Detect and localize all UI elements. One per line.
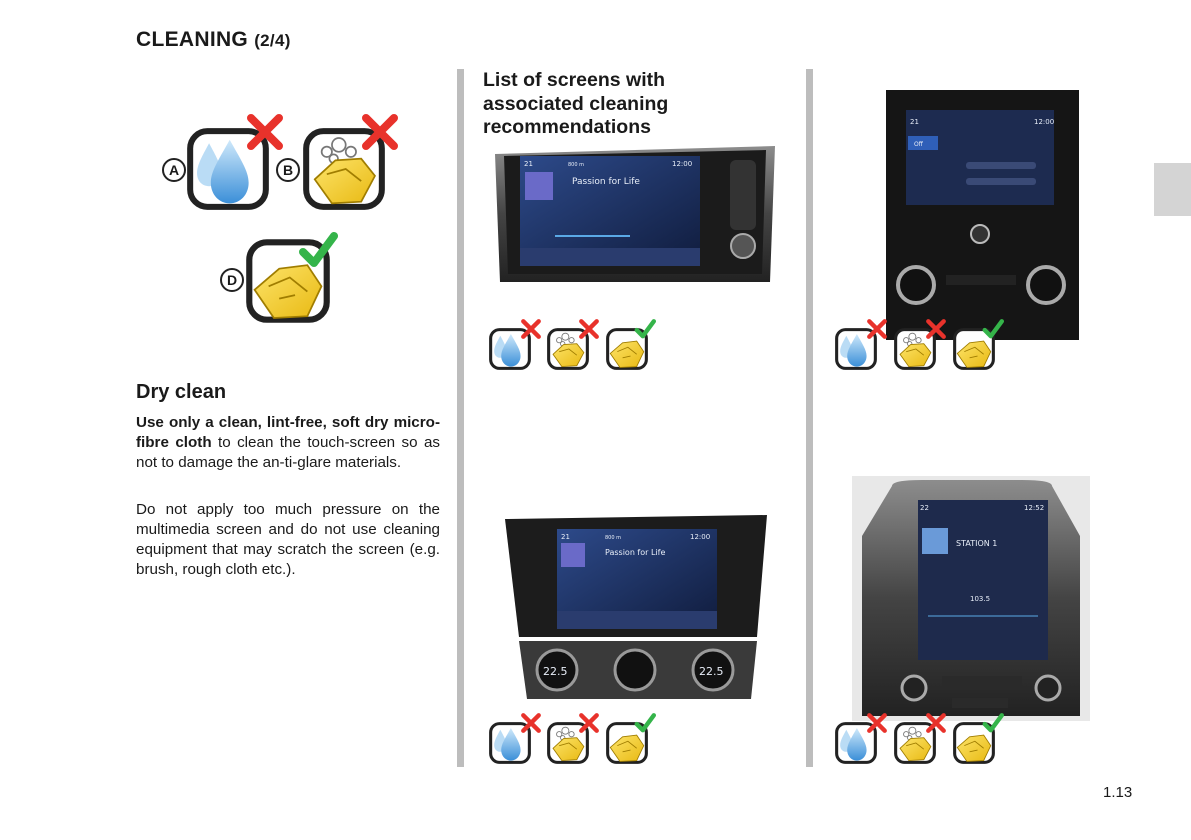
- chapter-tab: [1154, 163, 1191, 216]
- cross-mark-icon: [925, 712, 947, 734]
- check-mark-icon: [982, 712, 1004, 734]
- screen-vertical-climate: 21 12:00 Off: [886, 90, 1079, 340]
- paragraph-dry-clean: Use only a clean, lint-free, soft dry mi…: [136, 413, 440, 473]
- check-mark-icon: [298, 230, 338, 270]
- page-title: CLEANING (2/4): [136, 28, 291, 52]
- page-number: 1.13: [1103, 784, 1133, 801]
- legend-letter-d: D: [220, 268, 244, 292]
- screen-horizontal-7in: 21 800 m 12:00 Passion for Life: [495, 146, 775, 282]
- cross-mark-icon: [520, 712, 542, 734]
- screen1-track: Passion for Life: [572, 177, 640, 187]
- cross-mark-icon: [578, 712, 600, 734]
- screen4-temp: 22: [920, 504, 929, 512]
- title-subtitle: (2/4): [254, 31, 291, 50]
- screen1-time: 12:00: [672, 160, 692, 168]
- legend-letter-a: A: [162, 158, 186, 182]
- screen-vertical-large: 22 12:52 STATION 1 103.5: [852, 476, 1090, 721]
- fan-dial: [613, 648, 657, 692]
- screen4-time: 12:52: [1024, 504, 1044, 512]
- list-title: List of screens with associated cleaning…: [483, 69, 669, 138]
- paragraph-bold: Use only a clean, lint-free, soft dry mi…: [136, 414, 440, 451]
- screen2-time: 12:00: [690, 533, 710, 541]
- climate-dial-left: 22.5: [543, 665, 568, 678]
- cross-mark-icon: [245, 112, 285, 152]
- screen1-nav: 800 m: [568, 162, 584, 168]
- screen3-temp: 21: [910, 118, 919, 126]
- cross-mark-icon: [866, 712, 888, 734]
- screen2-temp: 21: [561, 533, 570, 541]
- section-title: Dry clean: [136, 381, 227, 403]
- cross-mark-icon: [925, 318, 947, 340]
- check-mark-icon: [982, 318, 1004, 340]
- cross-mark-icon: [578, 318, 600, 340]
- column-divider-left: [457, 69, 464, 767]
- screen4-station: STATION 1: [956, 539, 997, 548]
- screen2-album-art: [561, 543, 585, 567]
- check-mark-icon: [634, 318, 656, 340]
- screen-horizontal-climate: 21 800 m 12:00 Passion for Life 22.5 22.…: [505, 515, 767, 699]
- column-divider-right: [806, 69, 813, 767]
- volume-knob: [730, 233, 756, 259]
- legend-letter-b: B: [276, 158, 300, 182]
- screen1-temp: 21: [524, 160, 533, 168]
- screen3-display: [906, 110, 1054, 205]
- screen3-time: 12:00: [1034, 118, 1054, 126]
- screen3-off-label: Off: [914, 141, 924, 148]
- screen2-nav: 800 m: [605, 535, 621, 541]
- paragraph-pressure: Do not apply too much pressure on the mu…: [136, 501, 440, 578]
- check-mark-icon: [634, 712, 656, 734]
- cross-mark-icon: [360, 112, 400, 152]
- climate-dial-right: 22.5: [699, 665, 724, 678]
- cross-mark-icon: [520, 318, 542, 340]
- screen4-frequency: 103.5: [970, 595, 990, 603]
- paragraph-rest: to clean the touch-screen so as not to d…: [136, 434, 441, 471]
- screen4-display: [918, 500, 1048, 660]
- title-text: CLEANING: [136, 28, 249, 51]
- screen1-album-art: [525, 172, 553, 200]
- screen2-track: Passion for Life: [605, 548, 665, 557]
- cross-mark-icon: [866, 318, 888, 340]
